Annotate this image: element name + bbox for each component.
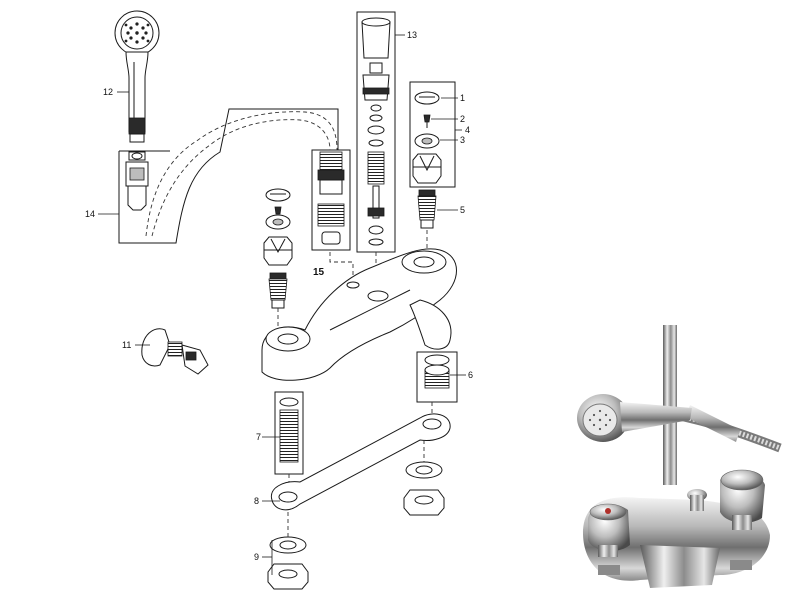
callout-1: 1 [460,93,465,103]
spout-aerator [416,351,458,403]
callout-15: 15 [313,267,325,278]
callout-4: 4 [465,125,470,135]
callout-9: 9 [254,552,259,562]
shower-hose-assembly [118,108,339,244]
right-handle-group [409,81,456,252]
left-backnut-set [267,512,309,590]
mixer-tap-body [261,248,457,381]
callout-labels: 1 2 3 4 5 6 7 8 9 11 12 13 14 15 [85,30,473,562]
left-handle-group [263,188,293,330]
callout-12: 12 [103,87,113,97]
callout-6: 6 [468,370,473,380]
product-photo [577,325,782,588]
callout-7: 7 [256,432,261,442]
diverter-cartridge-column [356,11,396,290]
backnut-plate [270,402,451,511]
callout-2: 2 [460,114,465,124]
right-backnut-set [403,440,445,516]
shower-wall-bracket [141,328,209,375]
callout-5: 5 [460,205,465,215]
diverter-assembly [311,149,354,275]
callout-8: 8 [254,496,259,506]
callout-13: 13 [407,30,417,40]
hand-shower-head [114,10,160,143]
callout-3: 3 [460,135,465,145]
callout-leaders [98,34,466,575]
callout-11: 11 [122,340,131,350]
callout-14: 14 [85,209,95,219]
tail-connector-gasket [274,391,304,490]
